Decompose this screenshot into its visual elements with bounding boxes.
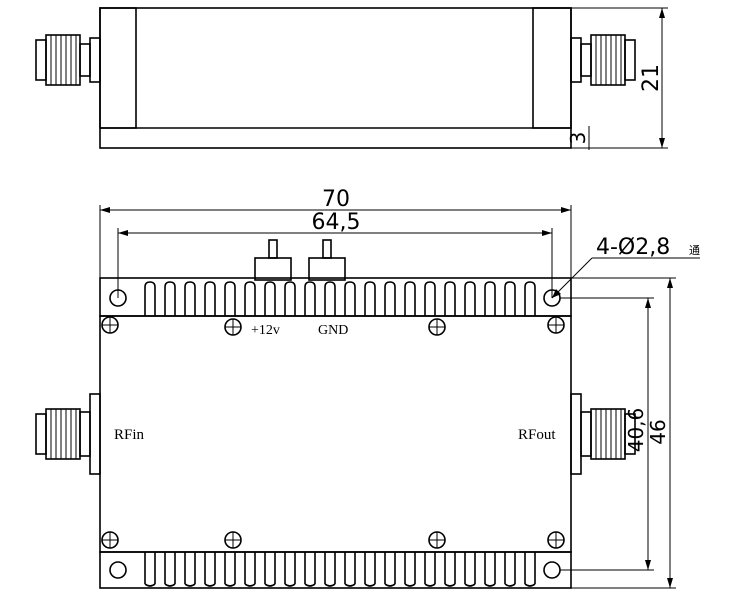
side-right-sma-connector	[570, 34, 636, 86]
screws	[101, 316, 565, 549]
side-left-sma-connector	[35, 34, 101, 86]
plan-view-body	[99, 315, 572, 553]
dim-hole-spacing-40-6: 40,6	[560, 297, 654, 571]
rf-in-sma-connector	[35, 393, 101, 475]
dim-width-text: 70	[322, 187, 350, 212]
power-label: +12v	[251, 323, 280, 338]
dim-base-text: 3	[566, 132, 590, 145]
screw-icon	[224, 531, 242, 549]
side-view-right-block	[532, 7, 572, 129]
screw-icon	[101, 531, 119, 549]
hole-callout-text: 4-Ø2,8	[596, 235, 670, 260]
screw-icon	[547, 531, 565, 549]
mounting-hole-bottom-left	[109, 561, 127, 579]
dim-hole-spacing-text: 64,5	[312, 210, 361, 235]
rf-out-sma-connector	[570, 393, 636, 475]
mounting-hole-top-left	[109, 289, 127, 307]
dim-width-70: 70	[99, 187, 572, 278]
hole-callout: 4-Ø2,8 通	[551, 235, 700, 299]
hole-callout-suffix: 通	[689, 244, 700, 257]
plan-view: 70 64,5	[35, 187, 700, 589]
dim-hole-spacing-64-5: 64,5	[117, 210, 553, 298]
screw-icon	[428, 318, 446, 336]
dim-base-3: 3	[566, 126, 590, 150]
screw-icon	[547, 316, 565, 334]
ground-label: GND	[318, 323, 348, 338]
top-heatsink-fins	[99, 277, 572, 317]
screw-icon	[224, 318, 242, 336]
power-terminal	[254, 239, 292, 281]
rf-in-label: RFin	[114, 427, 145, 443]
screw-icon	[428, 531, 446, 549]
side-view-body	[99, 7, 572, 149]
mounting-hole-bottom-right	[543, 561, 561, 579]
dim-hole-depth-text: 40,6	[624, 408, 648, 453]
ground-terminal	[308, 239, 346, 281]
side-view-left-block	[99, 7, 137, 129]
bottom-heatsink-fins	[99, 551, 572, 589]
dim-height-text: 21	[639, 64, 664, 92]
side-view: 21 3	[35, 7, 668, 150]
rf-out-label: RFout	[518, 427, 556, 443]
screw-icon	[101, 316, 119, 334]
dim-depth-text: 46	[646, 419, 670, 444]
dim-height-21: 21	[571, 7, 668, 149]
dim-depth-46: 46	[571, 277, 676, 589]
